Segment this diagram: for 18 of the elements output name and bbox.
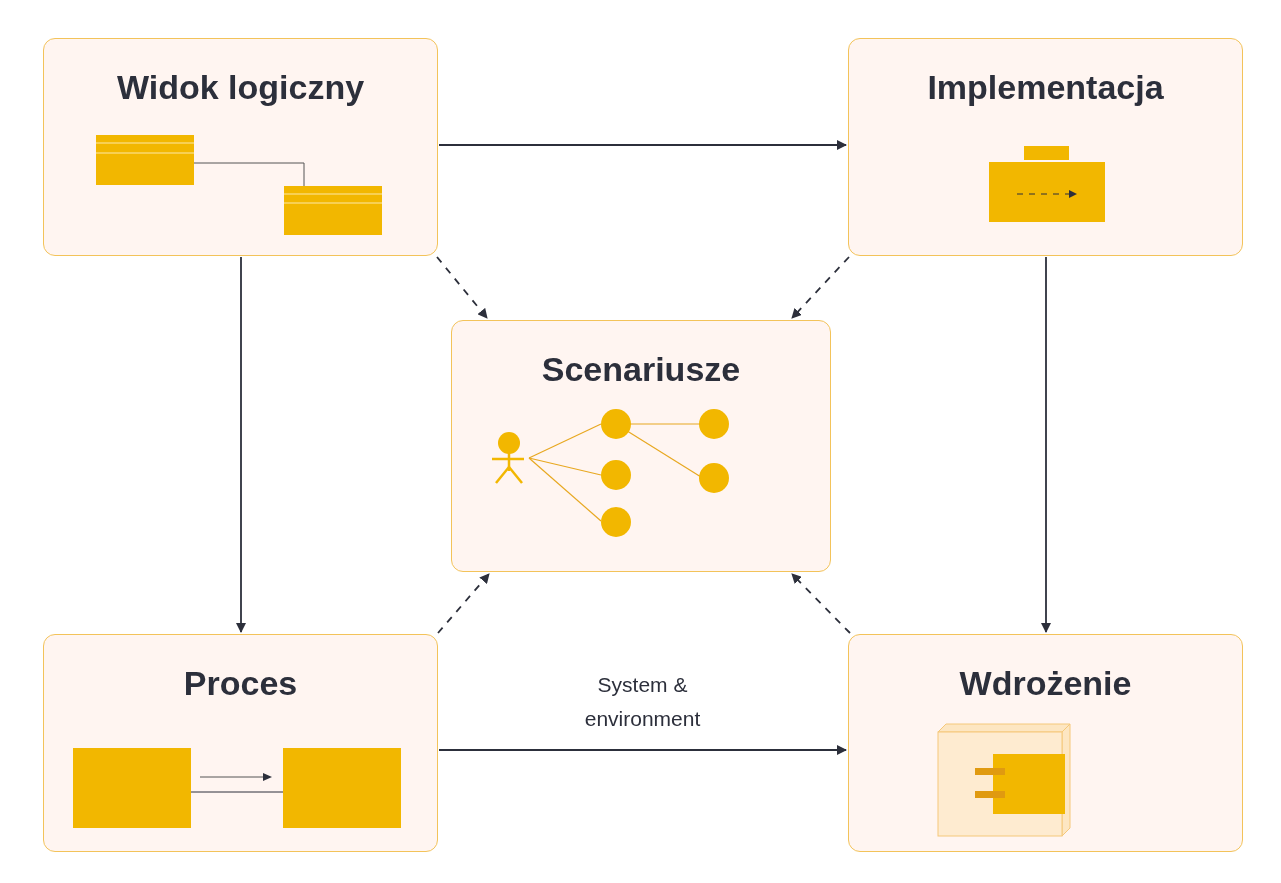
arrow	[1041, 256, 1051, 633]
card-title: Scenariusze	[540, 349, 742, 390]
arrow	[438, 745, 847, 755]
arrow	[438, 140, 847, 150]
view-card	[848, 38, 1243, 256]
card-title: Wdrożenie	[958, 663, 1133, 704]
card-title: Implementacja	[926, 67, 1165, 108]
dashed-arrow	[437, 573, 490, 634]
dashed-arrow	[791, 573, 851, 634]
dashed-arrow	[436, 256, 488, 319]
arrow	[236, 256, 246, 633]
view-card	[848, 634, 1243, 852]
card-title: Widok logiczny	[115, 67, 366, 108]
view-card	[451, 320, 831, 572]
view-card	[43, 38, 438, 256]
dashed-arrow	[791, 256, 850, 319]
view-card	[43, 634, 438, 852]
card-title: Proces	[182, 663, 299, 704]
